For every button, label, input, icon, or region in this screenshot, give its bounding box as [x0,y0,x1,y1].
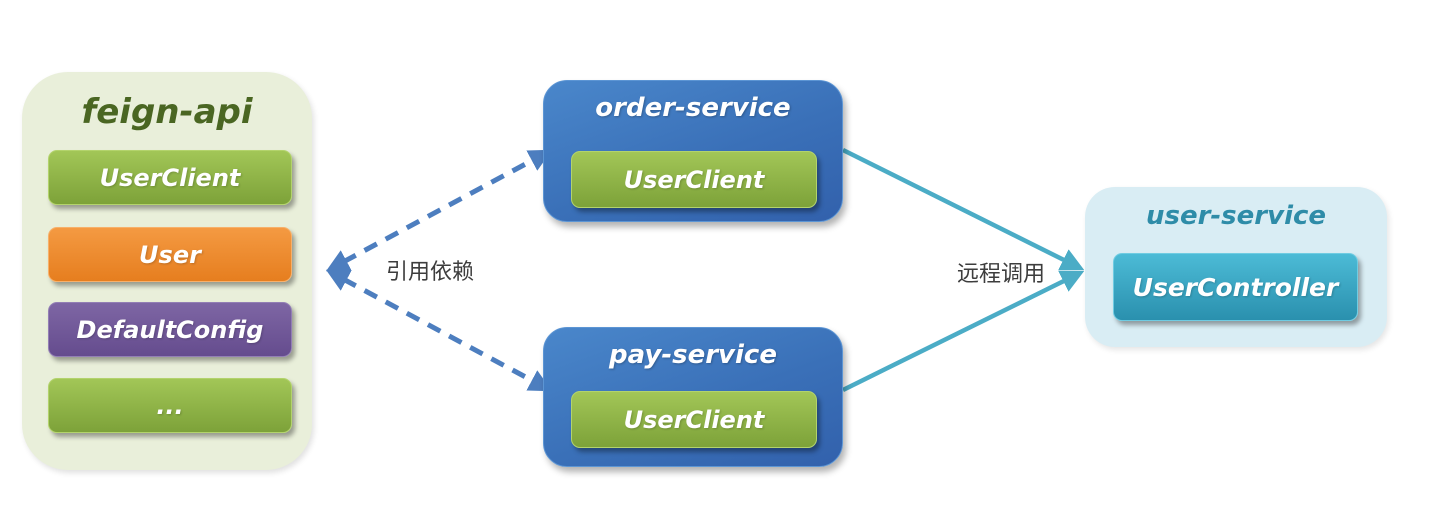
feign-api-title: feign-api [81,92,253,132]
user-service-title: user-service [1145,201,1327,231]
user-service-usercontroller: UserController [1113,253,1358,321]
remote-call-arrow-order [841,147,1085,271]
pay-service-title: pay-service [609,340,777,370]
pay-service-box: pay-service UserClient [543,327,843,467]
feign-item-defaultconfig: DefaultConfig [48,302,292,357]
dependency-arrow-order [325,149,553,272]
feign-api-container: feign-api UserClient User DefaultConfig … [22,72,312,470]
user-service-container: user-service UserController [1085,187,1387,347]
feign-item-user: User [48,227,292,282]
remote-call-arrow-pay [842,270,1085,393]
pay-service-userclient: UserClient [571,391,817,448]
feign-item-userclient: UserClient [48,150,292,205]
order-service-box: order-service UserClient [543,80,843,222]
order-service-title: order-service [595,93,791,123]
dependency-edge-label: 引用依赖 [386,260,475,285]
dependency-arrow-pay [325,269,553,392]
remote-call-edge-label: 远程调用 [957,262,1046,287]
order-service-userclient: UserClient [571,151,817,208]
feign-item-ellipsis: ... [48,378,292,433]
